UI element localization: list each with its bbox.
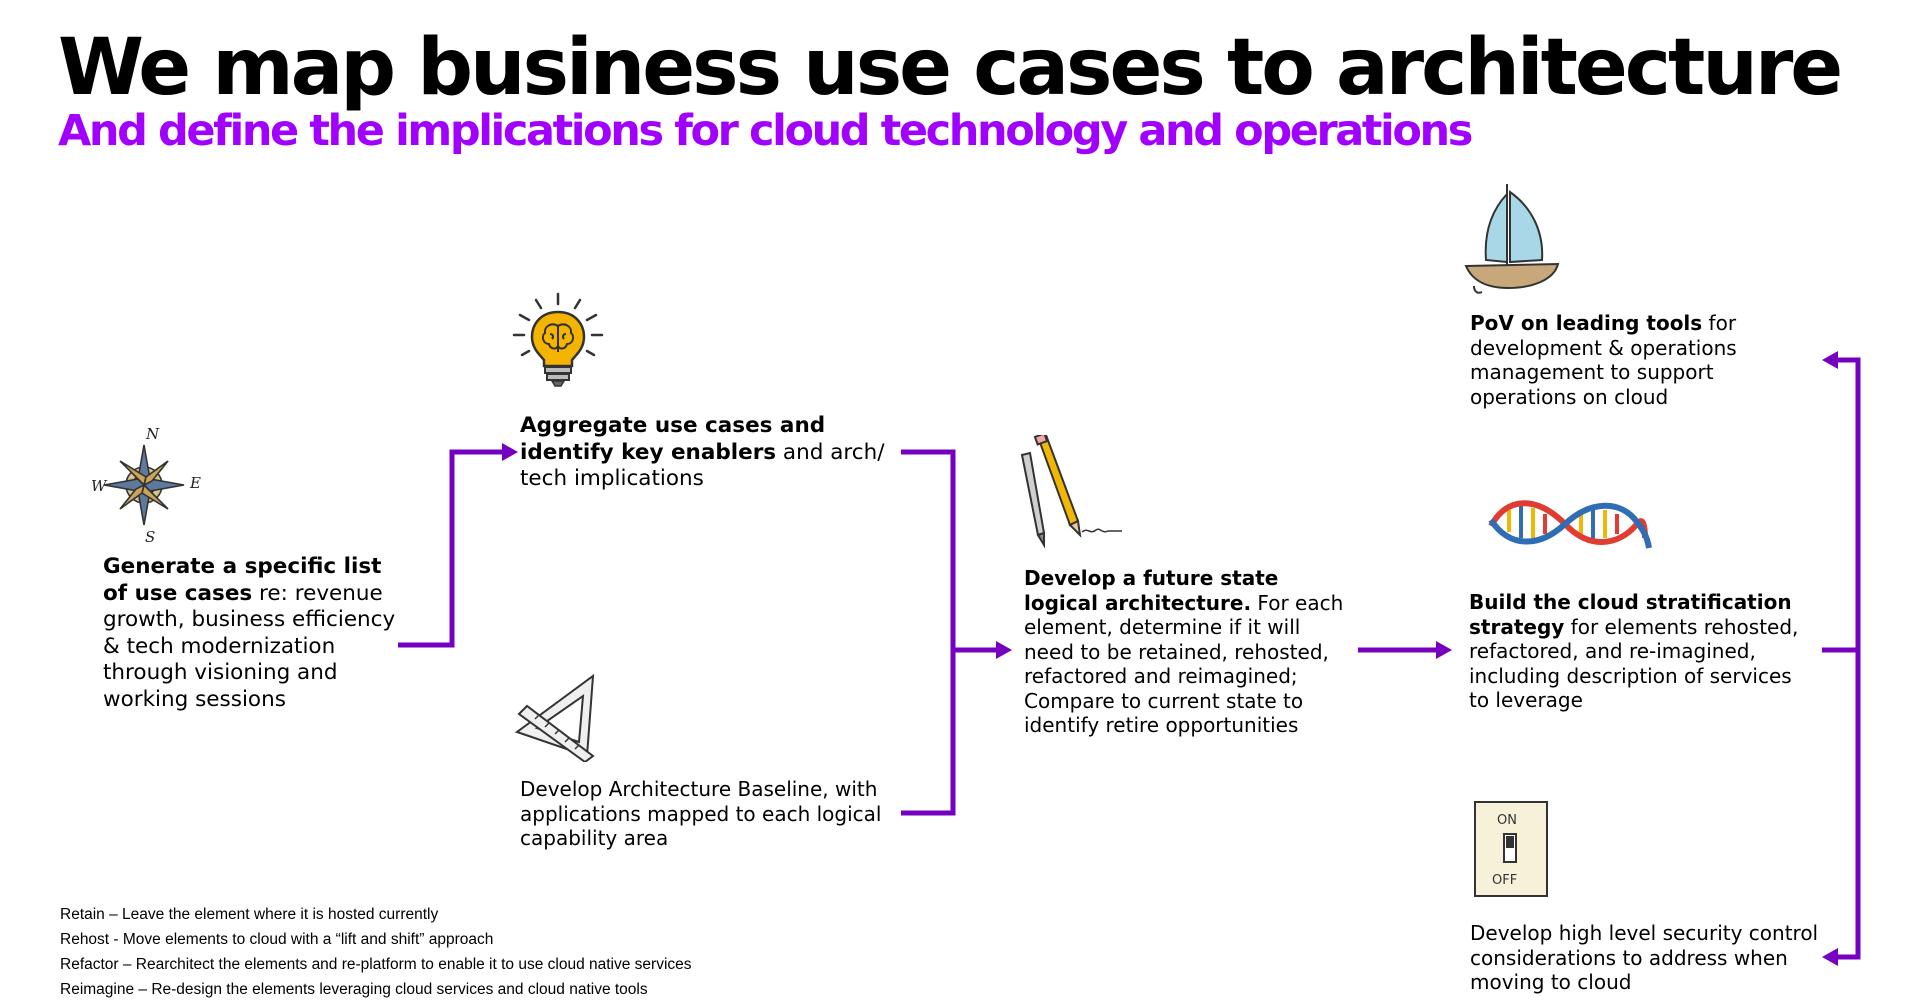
svg-text:S: S [145, 528, 155, 545]
migration-strategy-legend: Retain – Leave the element where it is h… [60, 902, 692, 1002]
step-aggregate-use-cases: Aggregate use cases and identify key ena… [520, 413, 895, 493]
step-generate-rest: re: revenue growth, business efficiency … [103, 580, 396, 712]
svg-text:E: E [189, 474, 201, 492]
step-generate-bold: Generate a specific list of use cases [103, 554, 382, 606]
legend-item-retain: Retain – Leave the element where it is h… [60, 906, 439, 923]
arrowhead-pov [1822, 351, 1838, 369]
step-security-text: Develop high level security control cons… [1470, 921, 1819, 994]
arrowhead-security [1822, 948, 1838, 966]
step-stratification-bold: Build the cloud stratification strategy [1469, 590, 1792, 639]
sailboat-icon [1462, 180, 1562, 300]
step-aggregate-rest: and arch/ tech implications [520, 439, 885, 492]
step-future-bold: Develop a future state logical architect… [1024, 566, 1279, 615]
arrowhead-aggregate [502, 443, 518, 461]
step-pov-bold: PoV on leading tools [1470, 311, 1703, 335]
legend-item-reimagine: Reimagine – Re-design the elements lever… [60, 981, 648, 998]
step-generate-use-cases: Generate a specific list of use cases re… [103, 554, 403, 713]
svg-text:W: W [91, 477, 108, 495]
pencil-pen-icon [1018, 432, 1128, 550]
step-pov-leading-tools: PoV on leading tools for development & o… [1470, 311, 1780, 409]
legend-item-rehost: Rehost - Move elements to cloud with a “… [60, 931, 494, 948]
step-security-controls: Develop high level security control cons… [1470, 921, 1820, 995]
svg-text:ON: ON [1497, 813, 1517, 828]
dna-helix-icon [1487, 496, 1652, 556]
connector-aggregate-to-bracket [901, 449, 956, 816]
arrowhead-stratification [1436, 641, 1452, 659]
svg-text:N: N [145, 425, 160, 443]
step-cloud-stratification: Build the cloud stratification strategy … [1469, 590, 1799, 713]
set-square-ruler-icon [514, 672, 600, 764]
connector-right-bracket [1835, 357, 1861, 960]
svg-text:OFF: OFF [1492, 873, 1517, 888]
step-baseline-text: Develop Architecture Baseline, with appl… [520, 777, 882, 850]
legend-item-refactor: Refactor – Rearchitect the elements and … [60, 956, 692, 973]
connector-generate-to-aggregate [398, 449, 505, 648]
step-future-rest: For each element, determine if it will n… [1024, 590, 1344, 738]
step-pov-rest: for development & operations management … [1470, 311, 1737, 409]
step-architecture-baseline: Develop Architecture Baseline, with appl… [520, 777, 895, 851]
light-switch-icon: ON OFF [1473, 800, 1549, 898]
compass-icon: N S W E [90, 425, 205, 546]
step-stratification-rest: for elements rehosted, refactored, and r… [1469, 614, 1799, 713]
step-aggregate-bold: Aggregate use cases and identify key ena… [520, 413, 826, 465]
page-subtitle: And define the implications for cloud te… [58, 106, 1473, 156]
lightbulb-brain-icon [508, 290, 608, 390]
page-title: We map business use cases to architectur… [58, 23, 1843, 113]
arrowhead-future [996, 641, 1012, 659]
step-future-state-architecture: Develop a future state logical architect… [1024, 566, 1354, 738]
